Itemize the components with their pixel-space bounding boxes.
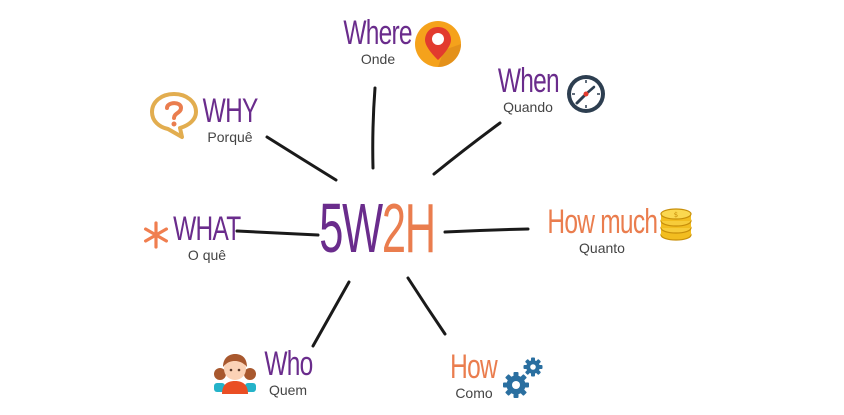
- clock-icon: [567, 75, 605, 113]
- node-who: Who Quem: [258, 347, 318, 398]
- line-how-much: [443, 227, 530, 234]
- how-much-title: How much: [547, 203, 658, 241]
- svg-text:$: $: [674, 211, 678, 219]
- where-subtitle: Onde: [360, 51, 396, 67]
- line-when: [432, 121, 502, 176]
- center-5w: 5W: [319, 189, 383, 267]
- question-bubble-icon: [150, 92, 198, 139]
- when-title: When: [497, 62, 559, 100]
- how-much-subtitle: Quanto: [579, 240, 625, 256]
- line-where: [371, 86, 377, 170]
- node-how: How Como: [444, 350, 504, 401]
- people-icon: [214, 354, 256, 394]
- how-subtitle: Como: [455, 385, 493, 401]
- why-subtitle: Porquê: [207, 129, 253, 145]
- line-what: [235, 229, 320, 237]
- coins-icon: $: [660, 208, 692, 241]
- where-title: Where: [343, 14, 413, 52]
- line-how: [406, 276, 447, 336]
- how-title: How: [450, 348, 499, 386]
- gears-icon: [503, 357, 543, 398]
- node-how-much: How much Quanto: [540, 205, 664, 256]
- when-subtitle: Quando: [503, 99, 553, 115]
- map-pin-icon: [415, 21, 461, 67]
- who-title: Who: [263, 345, 313, 383]
- line-who: [311, 280, 351, 348]
- node-where: Where Onde: [340, 16, 416, 67]
- node-why: WHY Porquê: [200, 94, 260, 145]
- what-subtitle: O quê: [187, 247, 227, 263]
- what-title: WHAT: [173, 210, 241, 248]
- node-what: WHAT O quê: [173, 210, 241, 263]
- who-subtitle: Quem: [268, 382, 308, 398]
- center-2h: 2H: [381, 189, 436, 267]
- why-title: WHY: [202, 92, 259, 130]
- line-why: [265, 135, 338, 182]
- node-when: When Quando: [490, 64, 566, 115]
- asterisk-icon: [143, 221, 168, 249]
